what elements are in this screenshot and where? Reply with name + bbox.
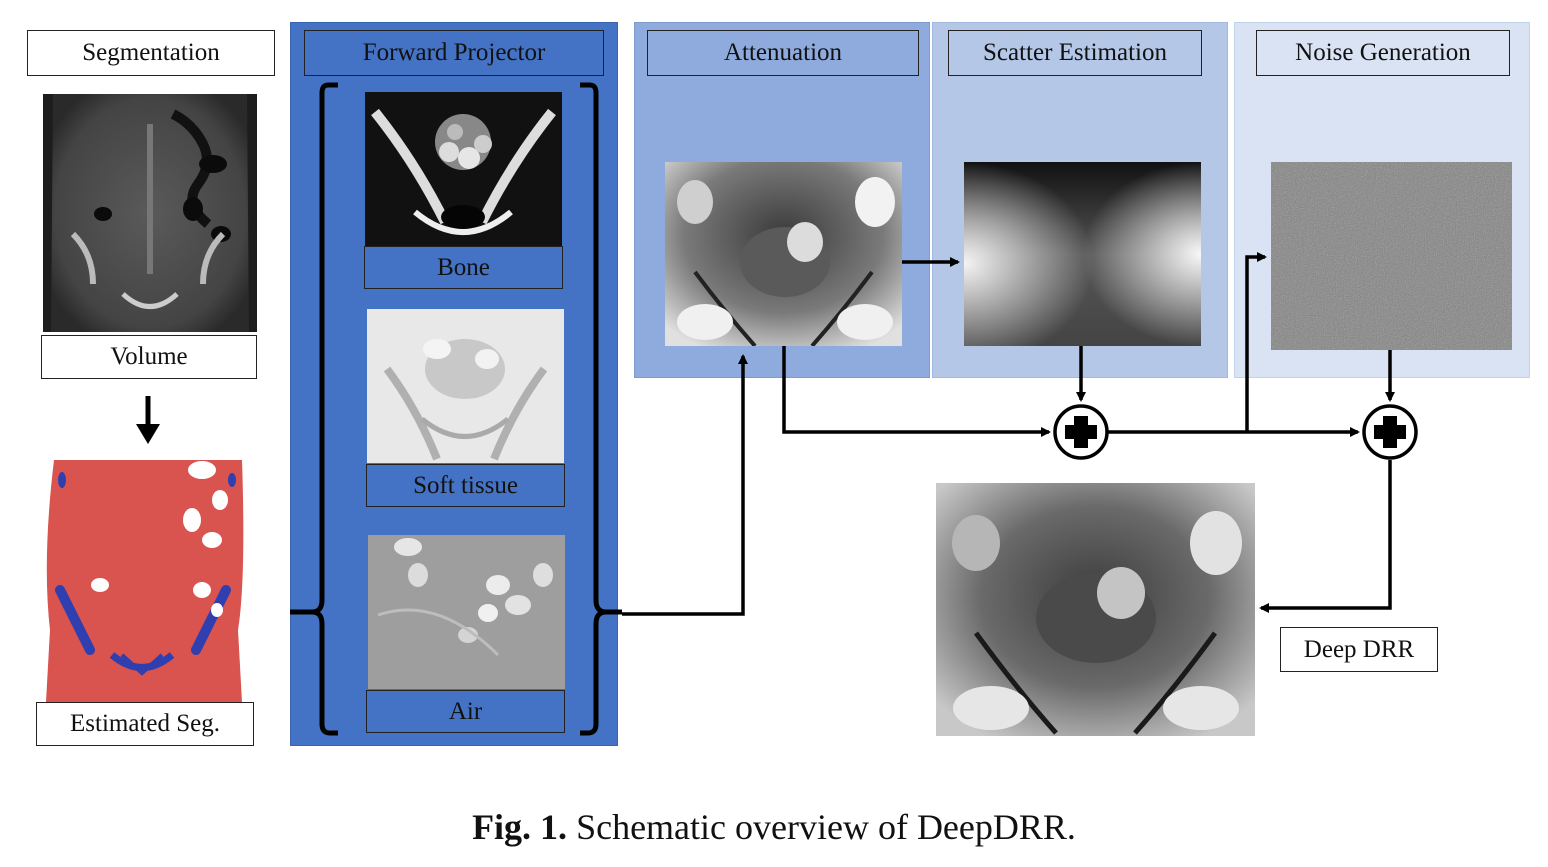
- estimated-seg-label: Estimated Seg.: [36, 702, 254, 746]
- left-brace: [290, 82, 338, 736]
- volume-label: Volume: [41, 335, 257, 379]
- caption-prefix: Fig. 1.: [472, 807, 568, 847]
- soft-tissue-projection-image: [367, 309, 564, 463]
- attenuation-image: [665, 162, 902, 346]
- deep-drr-output-image: [936, 483, 1255, 736]
- segmentation-title: Segmentation: [27, 30, 275, 76]
- attenuation-to-adder1-arrow: [782, 346, 1051, 437]
- figure-caption: Fig. 1. Schematic overview of DeepDRR.: [0, 806, 1548, 848]
- scatter-title: Scatter Estimation: [948, 30, 1202, 76]
- soft-tissue-label: Soft tissue: [366, 464, 565, 507]
- adder2-to-output-arrow: [1259, 460, 1392, 613]
- estimated-segmentation-image: [42, 460, 246, 702]
- ct-volume-image: [43, 94, 257, 332]
- noise-title: Noise Generation: [1256, 30, 1510, 76]
- caption-text: Schematic overview of DeepDRR.: [576, 807, 1076, 847]
- bone-projection-image: [365, 92, 562, 246]
- adder-2-icon: [1362, 404, 1418, 460]
- deep-drr-label: Deep DRR: [1280, 627, 1438, 672]
- bone-label: Bone: [364, 246, 563, 289]
- air-label: Air: [366, 690, 565, 733]
- projector-to-attenuation-arrow: [622, 354, 748, 616]
- volume-to-seg-arrow: [136, 396, 160, 444]
- air-projection-image: [368, 535, 565, 689]
- noise-image: [1271, 162, 1512, 350]
- forward-projector-title: Forward Projector: [304, 30, 604, 76]
- branch-to-noise-arrow: [1245, 252, 1267, 432]
- scatter-image: [964, 162, 1201, 346]
- right-brace: [580, 82, 622, 736]
- adder-1-icon: [1053, 404, 1109, 460]
- attenuation-title: Attenuation: [647, 30, 919, 76]
